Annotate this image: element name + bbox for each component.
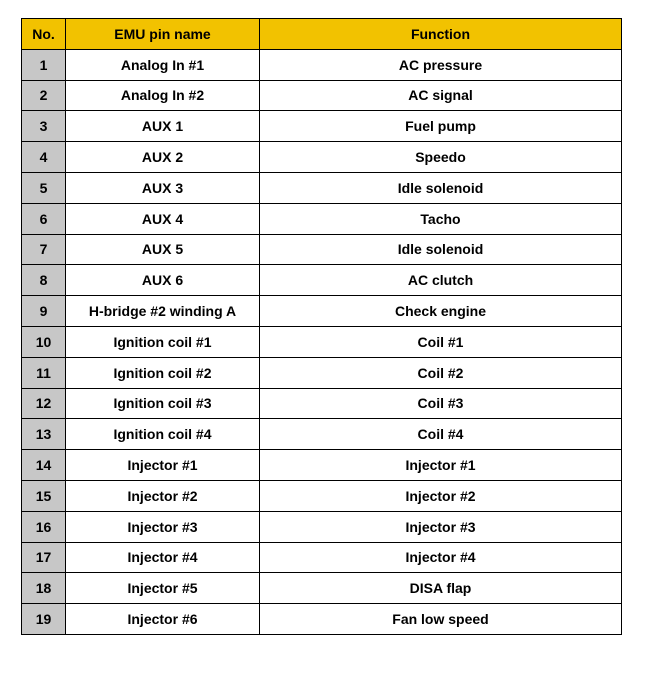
function-cell: Idle solenoid	[259, 233, 622, 266]
row-number: 1	[21, 48, 66, 81]
function-cell: AC pressure	[259, 48, 622, 81]
pin-name-cell: AUX 3	[65, 171, 260, 204]
row-number: 16	[21, 510, 66, 543]
row-number: 3	[21, 110, 66, 143]
row-number: 6	[21, 202, 66, 235]
function-cell: DISA flap	[259, 572, 622, 605]
pin-name-cell: Ignition coil #3	[65, 387, 260, 420]
function-cell: AC clutch	[259, 264, 622, 297]
row-number: 18	[21, 572, 66, 605]
pin-name-cell: AUX 2	[65, 141, 260, 173]
row-number: 17	[21, 541, 66, 574]
function-cell: Idle solenoid	[259, 171, 622, 204]
header-pin-name: EMU pin name	[65, 18, 260, 50]
header-no: No.	[21, 18, 66, 50]
pin-name-cell: AUX 1	[65, 110, 260, 143]
row-number: 4	[21, 141, 66, 173]
function-cell: Tacho	[259, 202, 622, 235]
table-header: No. EMU pin name Function	[21, 18, 622, 50]
function-cell: Injector #1	[259, 449, 622, 481]
row-number: 11	[21, 356, 66, 389]
function-cell: Injector #2	[259, 479, 622, 512]
pin-name-cell: AUX 4	[65, 202, 260, 235]
function-cell: Fuel pump	[259, 110, 622, 143]
pin-name-cell: Analog In #1	[65, 48, 260, 81]
row-number: 9	[21, 295, 66, 327]
pin-name-cell: Ignition coil #4	[65, 418, 260, 451]
row-number: 2	[21, 79, 66, 112]
function-cell: Fan low speed	[259, 603, 622, 635]
row-number: 10	[21, 325, 66, 358]
pin-name-cell: H-bridge #2 winding A	[65, 295, 260, 327]
header-function: Function	[259, 18, 622, 50]
header-row: No. EMU pin name Function	[21, 18, 622, 50]
pin-name-cell: AUX 5	[65, 233, 260, 266]
pin-name-cell: Injector #3	[65, 510, 260, 543]
function-cell: Check engine	[259, 295, 622, 327]
function-cell: Coil #4	[259, 418, 622, 451]
pin-name-cell: Analog In #2	[65, 79, 260, 112]
pin-name-cell: Injector #5	[65, 572, 260, 605]
row-number: 15	[21, 479, 66, 512]
pin-name-cell: Ignition coil #2	[65, 356, 260, 389]
pin-name-cell: Injector #2	[65, 479, 260, 512]
function-cell: Coil #3	[259, 387, 622, 420]
row-number: 12	[21, 387, 66, 420]
function-cell: AC signal	[259, 79, 622, 112]
pin-name-cell: AUX 6	[65, 264, 260, 297]
row-number: 5	[21, 171, 66, 204]
function-cell: Injector #4	[259, 541, 622, 574]
function-cell: Speedo	[259, 141, 622, 173]
pin-name-cell: Injector #4	[65, 541, 260, 574]
row-number: 19	[21, 603, 66, 635]
function-cell: Coil #2	[259, 356, 622, 389]
pin-name-cell: Ignition coil #1	[65, 325, 260, 358]
pin-name-cell: Injector #6	[65, 603, 260, 635]
function-cell: Injector #3	[259, 510, 622, 543]
row-number: 13	[21, 418, 66, 451]
row-number: 8	[21, 264, 66, 297]
pin-name-cell: Injector #1	[65, 449, 260, 481]
function-cell: Coil #1	[259, 325, 622, 358]
row-number: 14	[21, 449, 66, 481]
row-number: 7	[21, 233, 66, 266]
